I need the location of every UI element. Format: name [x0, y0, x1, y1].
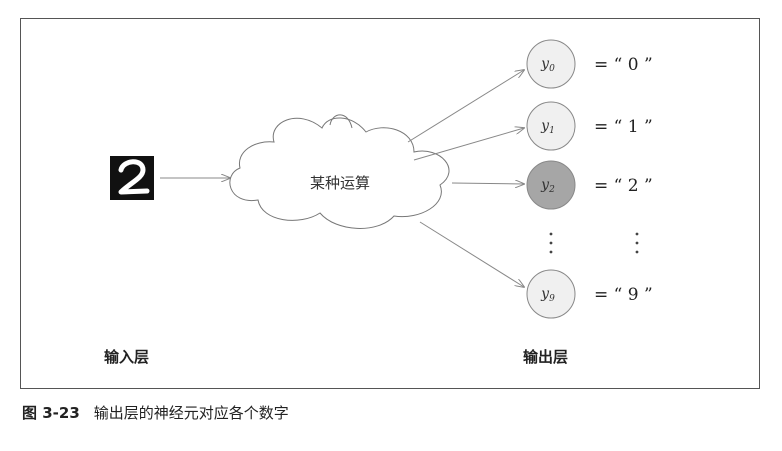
- ellipsis-dots: [549, 232, 639, 254]
- neuron-y9: [526, 269, 576, 319]
- cloud-label: 某种运算: [310, 174, 370, 192]
- arrow-to-y2: [451, 183, 524, 184]
- neuron-y2: [526, 160, 576, 210]
- svg-text:y9: y9: [540, 286, 555, 304]
- svg-text:y0: y0: [540, 56, 555, 74]
- mnist-digit-image: [110, 156, 154, 200]
- neuron-y0: [526, 39, 576, 89]
- arrow-to-y0: [407, 70, 524, 143]
- svg-text:y2: y2: [540, 177, 555, 195]
- arrow-to-y1: [413, 128, 524, 161]
- eq-y1: = “ 1 ”: [594, 117, 653, 137]
- caption-text: 输出层的神经元对应各个数字: [93, 404, 289, 422]
- input-layer-label: 输入层: [104, 348, 150, 366]
- arrow-to-y9: [419, 221, 524, 287]
- neuron-y1: [526, 101, 576, 151]
- eq-y2: = “ 2 ”: [594, 176, 653, 196]
- output-layer-label: 输出层: [523, 348, 569, 366]
- operation-cloud: [229, 117, 450, 229]
- figure-caption: 图 3-23 输出层的神经元对应各个数字: [22, 402, 289, 423]
- eq-y9: = “ 9 ”: [594, 285, 653, 305]
- eq-y0: = “ 0 ”: [594, 55, 653, 75]
- figure-frame: [20, 18, 760, 389]
- caption-number: 图 3-23: [22, 404, 80, 422]
- svg-text:y1: y1: [540, 118, 555, 136]
- neuron-y0-sym: y: [540, 56, 550, 72]
